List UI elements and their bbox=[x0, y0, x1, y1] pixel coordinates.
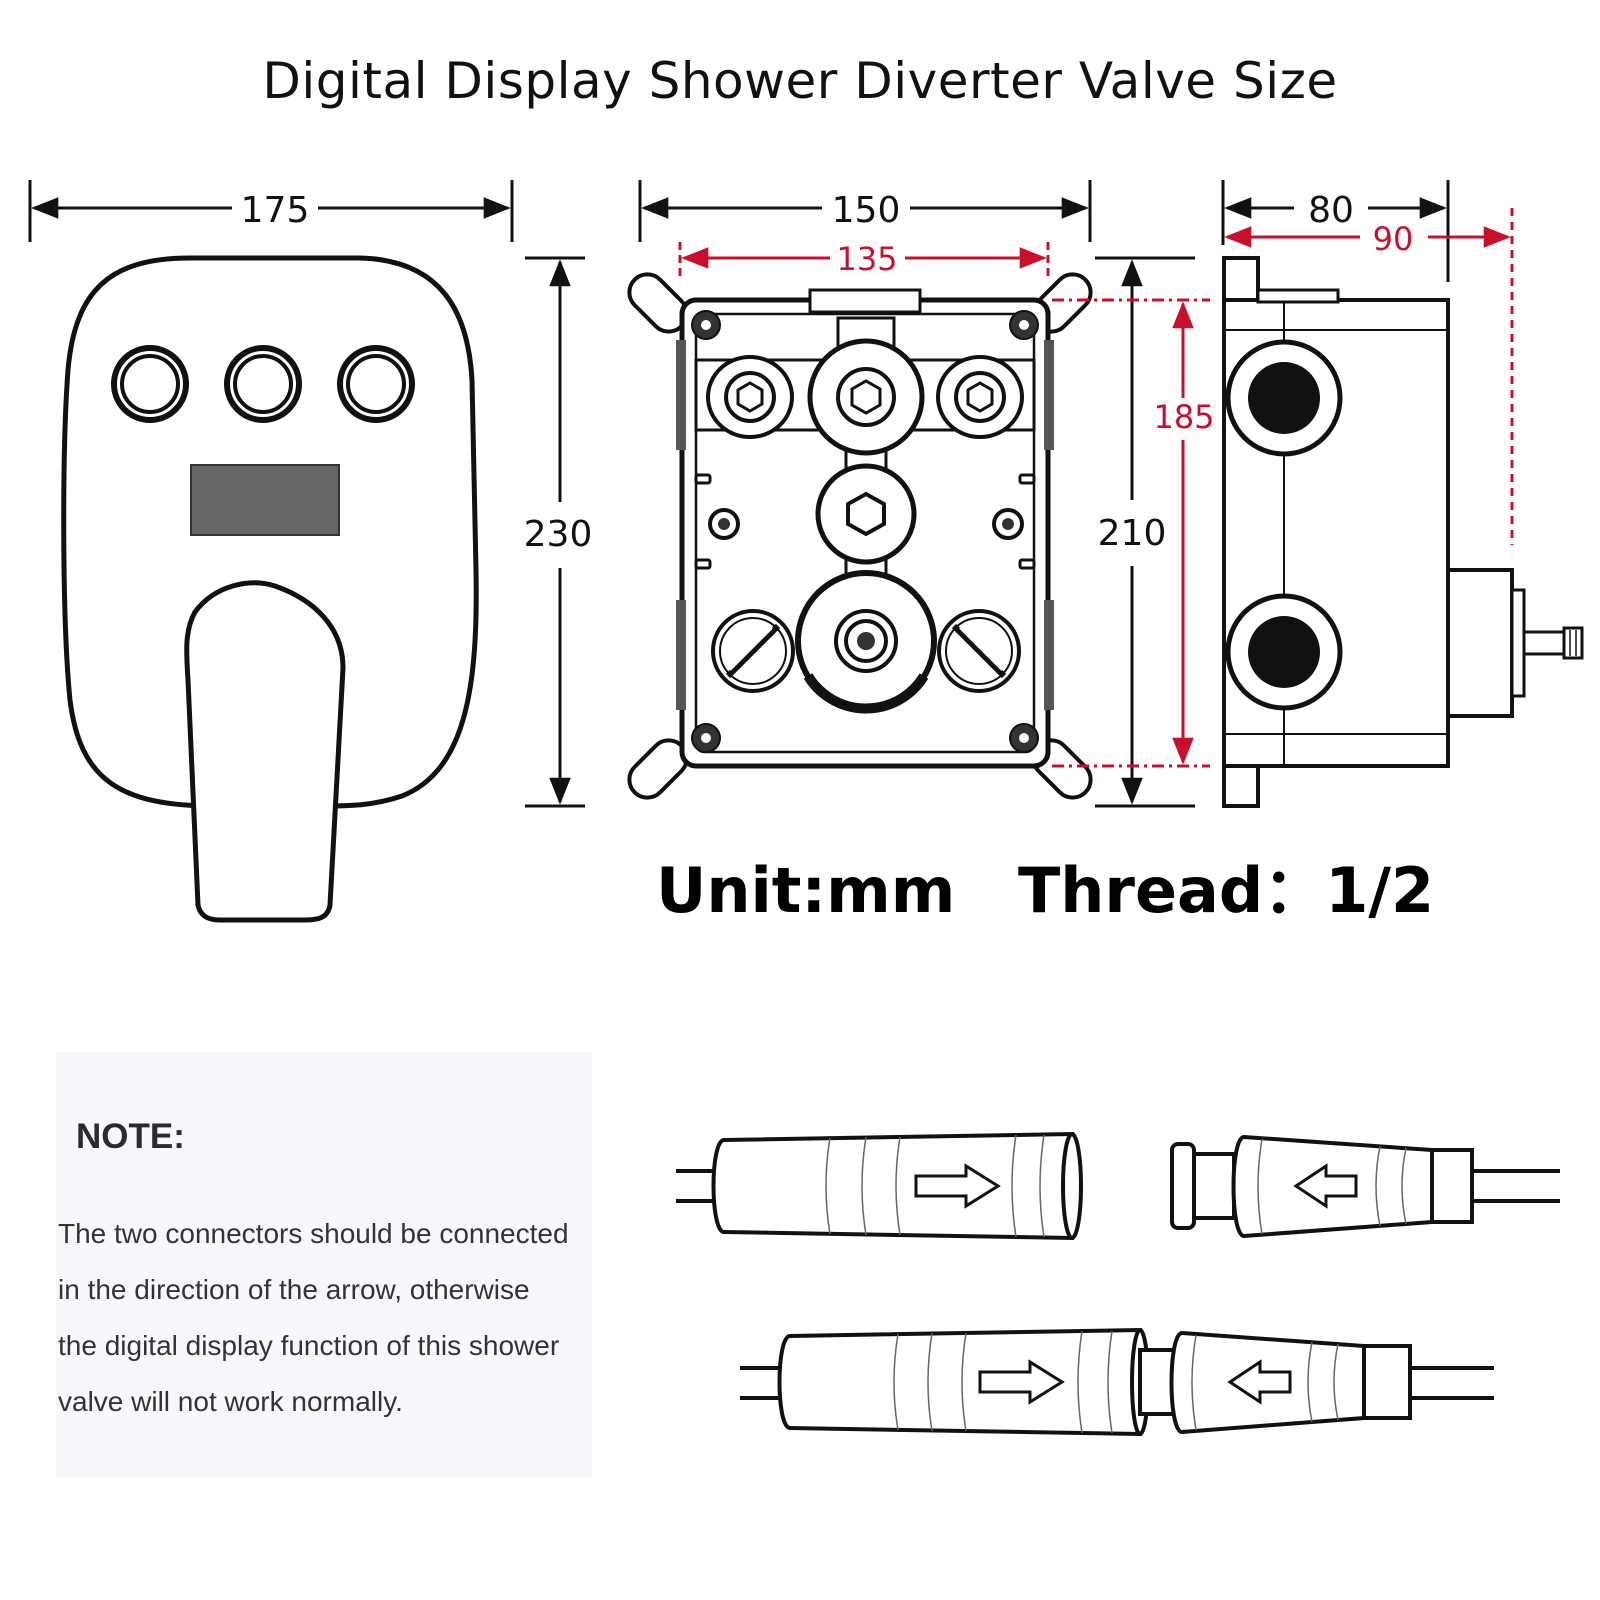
note-panel: NOTE: The two connectors should be conne… bbox=[56, 1052, 592, 1478]
side-view-drawing: 80 90 bbox=[1221, 180, 1584, 808]
connector-male bbox=[676, 1131, 1083, 1241]
unit-label: Unit:mm bbox=[656, 854, 955, 927]
note-line: The two connectors should be connected bbox=[58, 1218, 569, 1249]
box-mount-width-label: 135 bbox=[836, 240, 897, 278]
arrow-right-icon bbox=[978, 1359, 1065, 1405]
note-line: in the direction of the arrow, otherwise bbox=[58, 1274, 530, 1305]
thread-label: Thread：1/2 bbox=[1018, 854, 1434, 927]
control-buttons bbox=[111, 345, 415, 423]
connector-female bbox=[1170, 1134, 1560, 1239]
lever-handle bbox=[184, 580, 346, 923]
front-panel-drawing: 175 230 bbox=[28, 180, 593, 923]
side-depth-max-label: 90 bbox=[1373, 220, 1414, 258]
side-depth-label: 80 bbox=[1308, 190, 1354, 231]
arrow-left-icon bbox=[1293, 1163, 1358, 1209]
arrow-left-icon bbox=[1227, 1359, 1292, 1405]
diagram-title: Digital Display Shower Diverter Valve Si… bbox=[262, 52, 1338, 110]
arrow-right-icon bbox=[914, 1163, 1001, 1209]
side-cartridge bbox=[1446, 568, 1514, 718]
valve-box-drawing: 150 135 bbox=[627, 180, 1215, 808]
connector-joined bbox=[740, 1327, 1494, 1437]
note-line: valve will not work normally. bbox=[58, 1386, 403, 1417]
bottom-ports bbox=[711, 570, 1021, 714]
panel-height-label: 230 bbox=[524, 514, 593, 555]
panel-width-label: 175 bbox=[241, 190, 310, 231]
digital-display-screen bbox=[190, 464, 340, 536]
connectors-drawing bbox=[676, 1131, 1560, 1437]
top-ports bbox=[706, 338, 1024, 456]
box-height-label: 210 bbox=[1098, 513, 1167, 554]
note-title: NOTE: bbox=[76, 1117, 185, 1156]
note-line: the digital display function of this sho… bbox=[58, 1330, 560, 1361]
box-width-label: 150 bbox=[832, 190, 901, 231]
box-mount-height-label: 185 bbox=[1153, 398, 1214, 436]
